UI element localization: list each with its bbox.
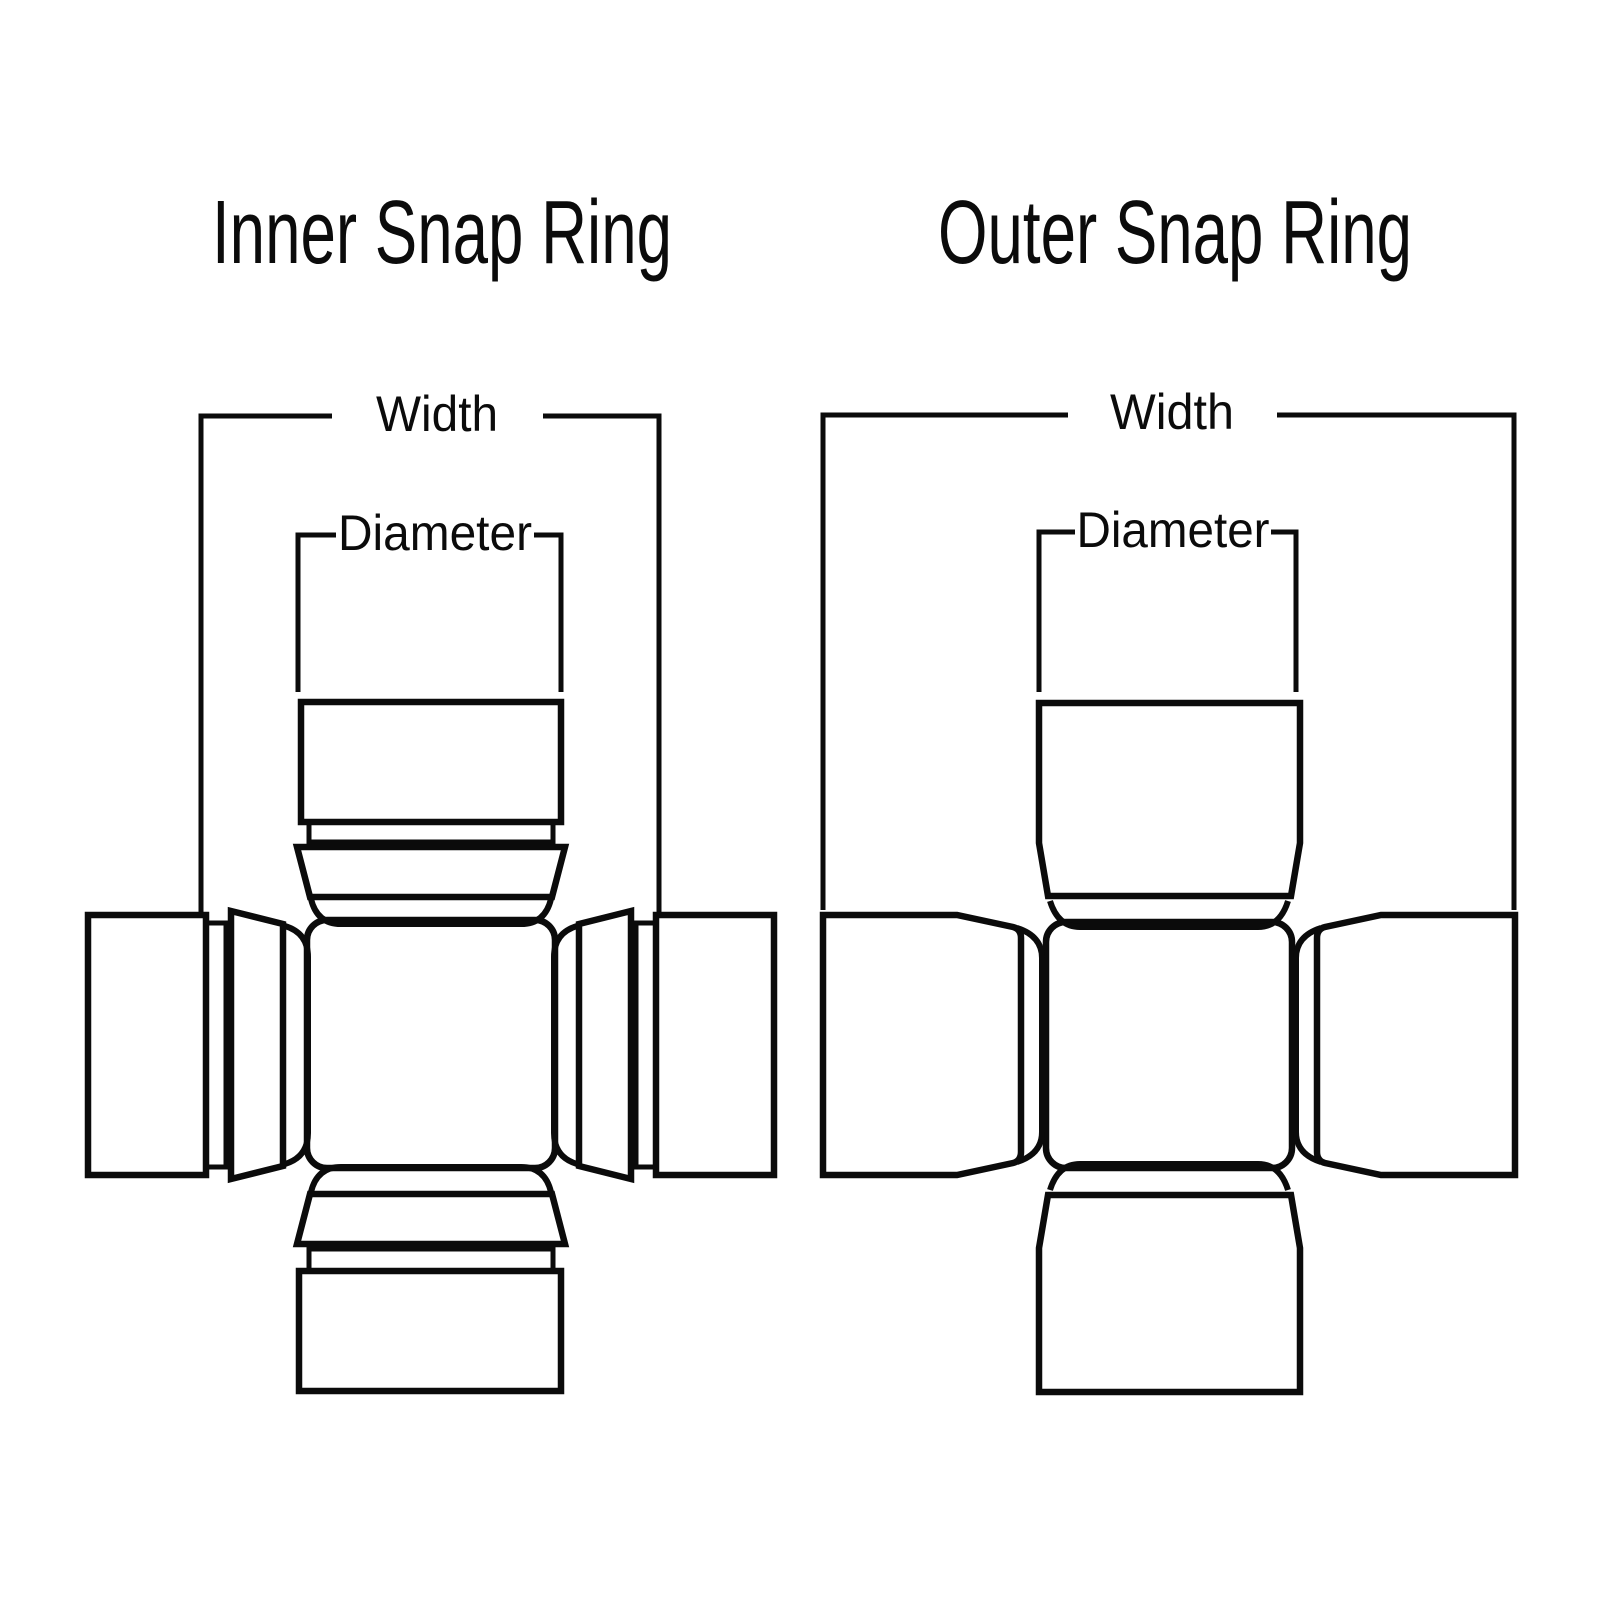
width-bracket-left xyxy=(198,413,332,912)
outer-width-label: Width xyxy=(1110,384,1234,440)
snap-ring-groove-bottom xyxy=(306,1246,556,1271)
inner-width-dimension: Width xyxy=(198,386,662,912)
trunnion-right xyxy=(575,906,635,1184)
trunnion-dome-top xyxy=(308,898,554,927)
outer-snap-ring-diagram: Outer Snap Ring Width Diameter xyxy=(819,183,1519,1396)
trunnion-left xyxy=(227,906,287,1184)
bearing-cap-top xyxy=(297,698,565,826)
inner-panel-title: Inner Snap Ring xyxy=(212,183,672,283)
bearing-cap-left xyxy=(84,911,210,1179)
outer-diameter-label: Diameter xyxy=(1077,502,1270,558)
center-body xyxy=(303,916,559,1172)
bearing-cap-right xyxy=(1313,911,1519,1179)
trunnion-dome-left xyxy=(283,923,311,1167)
inner-width-label: Width xyxy=(376,386,498,442)
diameter-bracket-left xyxy=(1036,529,1075,692)
outer-diameter-dimension: Diameter xyxy=(1036,502,1299,692)
trunnion-dome-bottom xyxy=(1047,1161,1291,1191)
trunnion-dome-bottom xyxy=(308,1164,554,1193)
snap-ring-groove-right xyxy=(633,920,656,1170)
bearing-cap-bottom xyxy=(295,1267,565,1395)
center-body xyxy=(1042,918,1296,1172)
trunnion-dome-right xyxy=(551,923,579,1167)
width-bracket-left xyxy=(820,412,1068,910)
snap-ring-groove-top xyxy=(306,822,556,845)
bearing-cap-left xyxy=(819,911,1025,1179)
inner-diameter-dimension: Diameter xyxy=(295,505,564,692)
bearing-cap-right xyxy=(652,911,778,1179)
diameter-bracket-left xyxy=(295,532,336,692)
width-bracket-right xyxy=(1277,412,1517,910)
diameter-bracket-right xyxy=(1271,529,1299,692)
diameter-bracket-right xyxy=(534,532,564,692)
bearing-cap-top xyxy=(1035,699,1304,900)
inner-diameter-label: Diameter xyxy=(338,505,532,561)
inner-snap-ring-diagram: Inner Snap Ring Width Diameter xyxy=(84,183,778,1395)
trunnion-bottom xyxy=(292,1190,570,1248)
trunnion-top xyxy=(292,843,570,901)
trunnion-dome-right xyxy=(1293,925,1323,1165)
trunnion-dome-left xyxy=(1015,925,1045,1165)
snap-ring-groove-left xyxy=(206,920,229,1170)
width-bracket-right xyxy=(543,413,662,912)
trunnion-dome-top xyxy=(1047,900,1291,930)
outer-panel-title: Outer Snap Ring xyxy=(938,183,1412,283)
outer-width-dimension: Width xyxy=(820,384,1517,910)
bearing-cap-bottom xyxy=(1035,1191,1304,1396)
